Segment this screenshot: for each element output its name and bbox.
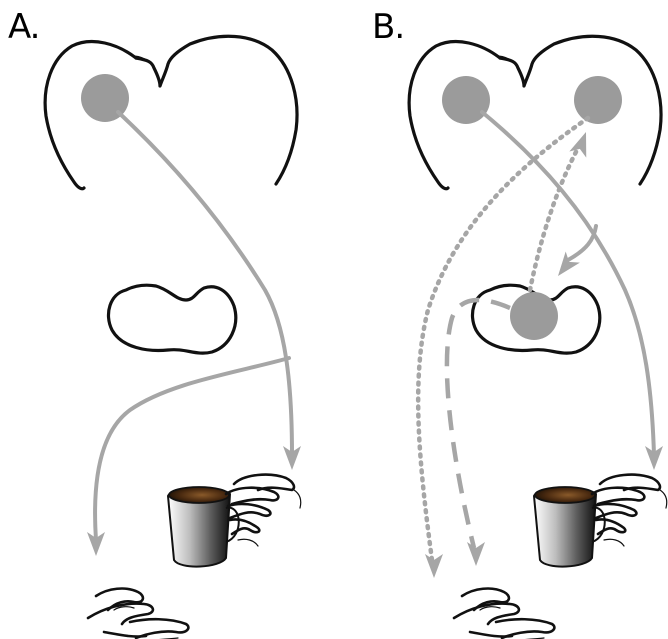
open-hand-icon bbox=[88, 589, 188, 639]
panel-a-label: A. bbox=[8, 7, 39, 47]
dotted-pathway-subcortical-to-cortex bbox=[530, 148, 578, 290]
panel-b-label: B. bbox=[372, 7, 404, 47]
thalamus-outline-icon bbox=[108, 285, 235, 353]
cortical-node-right bbox=[574, 76, 622, 124]
panel-b: B. bbox=[372, 7, 667, 639]
open-hand-icon bbox=[454, 589, 554, 639]
coffee-mug-icon bbox=[534, 487, 605, 567]
pathway-to-grasping-hand bbox=[482, 112, 654, 455]
coffee-mug-icon bbox=[168, 487, 239, 567]
panel-a: A. bbox=[8, 7, 301, 639]
grasping-hand-icon bbox=[226, 475, 301, 546]
arrowhead-dotted-down bbox=[425, 554, 443, 578]
grasping-hand-icon bbox=[592, 475, 667, 546]
arrowhead-dashed-down bbox=[467, 542, 485, 566]
dashed-pathway-subcortical-to-open-hand bbox=[447, 300, 510, 548]
cortical-node-left bbox=[442, 76, 490, 124]
subcortical-node bbox=[510, 292, 558, 340]
